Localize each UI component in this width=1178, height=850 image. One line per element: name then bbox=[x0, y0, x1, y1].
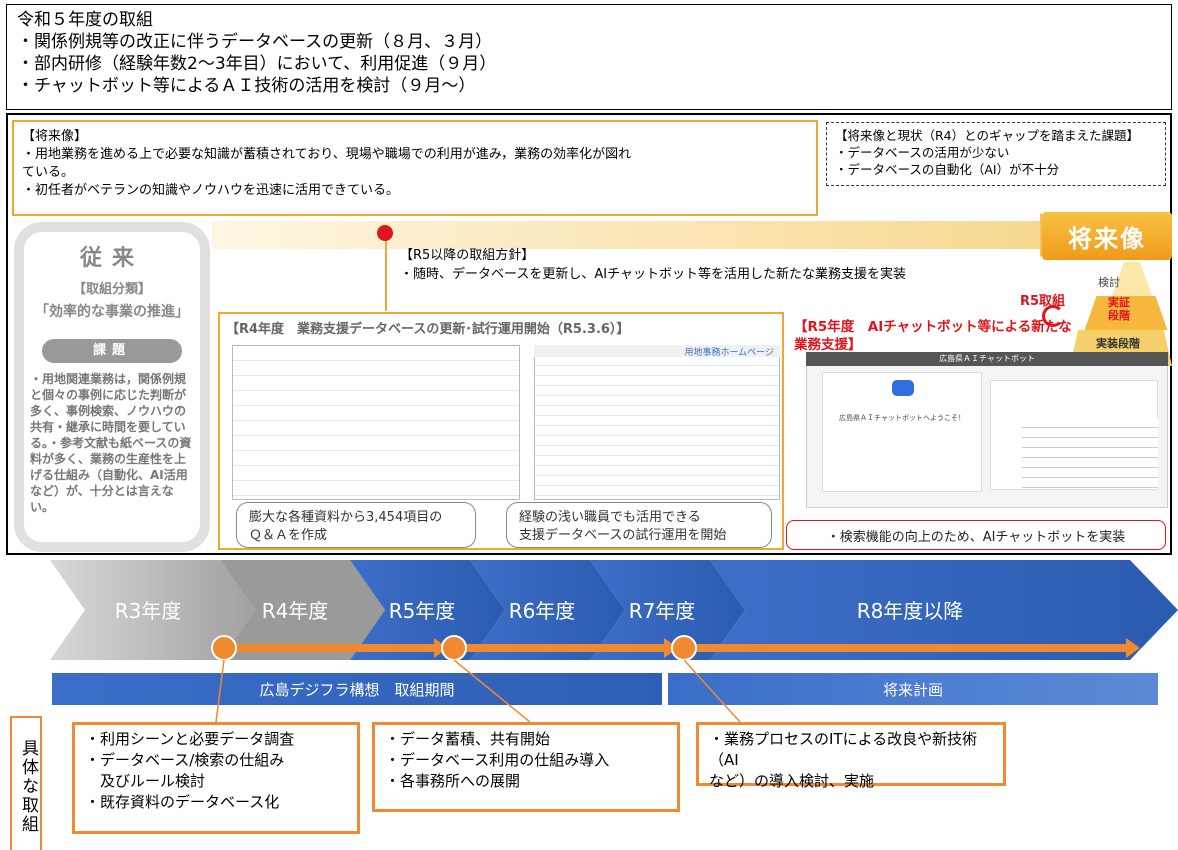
qa-callout: 膨大な各種資料から3,454項目の Ｑ＆Ａを作成 bbox=[236, 502, 476, 548]
policy-heading: 【R5以降の取組方針】 bbox=[400, 248, 535, 263]
initiative-item: ・部内研修（経験年数2〜3年目）において、利用促進（９月） bbox=[17, 54, 497, 74]
trial-callout-text: 経験の浅い職員でも活用できる 支援データベースの試行運用を開始 bbox=[519, 510, 727, 543]
action-item: ・既存資料のデータベース化 bbox=[85, 793, 280, 811]
issues-pill: 課題 bbox=[42, 339, 182, 363]
stage-label: R3年度 bbox=[115, 599, 182, 623]
pyramid-middle bbox=[1084, 296, 1168, 330]
cycle-arrow-icon bbox=[1042, 305, 1064, 327]
connector-line bbox=[385, 241, 387, 311]
chatbot-button-grid bbox=[1022, 418, 1158, 488]
gap-issues-box: 【将来像と現状（R4）とのギャップを踏まえた課題】 ・データベースの活用が少ない… bbox=[826, 122, 1166, 186]
stage-arrow-r7 bbox=[590, 560, 745, 660]
conventional-title: 従来 bbox=[79, 246, 144, 271]
stage-label: R4年度 bbox=[262, 599, 329, 623]
future-heading: 【将来像】 bbox=[22, 129, 88, 144]
action-item: ・各事務所への展開 bbox=[385, 772, 521, 790]
conventional-panel: 従来 【取組分類】 「効率的な事業の推進」 課題 ・用地関連業務は，関係例規と個… bbox=[14, 222, 210, 552]
policy-block: 【R5以降の取組方針】 ・随時、データベースを更新し、AIチャットボット等を活用… bbox=[400, 246, 906, 284]
digital-framework-band: 広島デジフラ構想 取組期間 bbox=[52, 673, 662, 705]
concrete-actions-label: 具体な取組 bbox=[10, 716, 42, 850]
homepage-header: 用地事務ホームページ bbox=[534, 345, 780, 358]
annual-initiatives-box: 令和５年度の取組 ・関係例規等の改正に伴うデータベースの更新（８月、３月） ・部… bbox=[6, 4, 1172, 110]
qa-callout-text: 膨大な各種資料から3,454項目の Ｑ＆Ａを作成 bbox=[249, 510, 443, 543]
robot-icon bbox=[892, 380, 914, 396]
future-plan-band: 将来計画 bbox=[668, 673, 1158, 705]
action-item: ・データベース/検索の仕組み bbox=[85, 751, 285, 769]
future-label: 将来像 bbox=[1042, 212, 1172, 260]
stage-arrow-r4 bbox=[220, 560, 385, 660]
progress-bar-r4 bbox=[224, 644, 434, 652]
action-box-r4: ・利用シーンと必要データ調査 ・データベース/検索の仕組み 及びルール検討 ・既… bbox=[72, 722, 360, 834]
stage-label: R8年度以降 bbox=[857, 599, 964, 623]
stage-label: R7年度 bbox=[629, 599, 696, 623]
progress-bar-r5 bbox=[454, 644, 664, 652]
action-item: ・利用シーンと必要データ調査 bbox=[85, 730, 295, 748]
pyramid-label-demo: 実証 段階 bbox=[1108, 296, 1130, 322]
stage-arrow-r3 bbox=[50, 560, 255, 660]
action-item: ・データベース利用の仕組み導入 bbox=[385, 751, 610, 769]
chatbot-header: 広島県ＡＩチャットボット bbox=[806, 352, 1168, 366]
timeline-arrows: R3年度 R4年度 R5年度 R6年度 R7年度 R8年度以降 bbox=[50, 560, 1178, 661]
database-screenshot bbox=[232, 345, 520, 500]
future-line: ている。 bbox=[22, 165, 75, 180]
future-line: ・用地業務を進める上で必要な知識が蓄積されており、現場や職場での利用が進み，業務… bbox=[22, 147, 632, 162]
action-item: 及びルール検討 bbox=[85, 772, 206, 790]
action-box-r5: ・データ蓄積、共有開始 ・データベース利用の仕組み導入 ・各事務所への展開 bbox=[372, 722, 680, 812]
pyramid-label-impl: 実装段階 bbox=[1096, 337, 1140, 350]
current-point-marker bbox=[377, 225, 393, 241]
initiative-item: ・関係例規等の改正に伴うデータベースの更新（８月、３月） bbox=[17, 32, 493, 52]
stage-arrow-r5 bbox=[350, 560, 505, 660]
issues-text: ・用地関連業務は，関係例規と個々の事例に応じた判断が多く、事例検索、ノウハウの共… bbox=[30, 372, 192, 514]
action-item: ・データ蓄積、共有開始 bbox=[385, 730, 551, 748]
future-line: ・初任者がベテランの知識やノウハウを迅速に活用できている。 bbox=[22, 183, 400, 198]
r4-box bbox=[218, 312, 784, 550]
stage-label: R5年度 bbox=[389, 599, 456, 623]
action-box-r7: ・業務プロセスのITによる改良や新技術（AI など）の導入検討、実施 bbox=[696, 722, 1006, 790]
stage-arrow-r6 bbox=[470, 560, 625, 660]
trial-callout: 経験の浅い職員でも活用できる 支援データベースの試行運用を開始 bbox=[506, 502, 772, 548]
homepage-screenshot bbox=[534, 345, 780, 500]
policy-text: ・随時、データベースを更新し、AIチャットボット等を活用した新たな業務支援を実装 bbox=[400, 267, 906, 282]
action-item: ・業務プロセスのITによる改良や新技術（AI bbox=[709, 730, 978, 769]
pyramid-label-review: 検討 bbox=[1098, 276, 1120, 289]
category-value: 「効率的な事業の推進」 bbox=[35, 304, 189, 320]
category-label: 【取組分類】 bbox=[72, 282, 151, 297]
main-panel bbox=[6, 113, 1172, 555]
issue-item: ・データベースの自動化（AI）が不十分 bbox=[835, 162, 1060, 177]
stage-arrow-r8 bbox=[710, 560, 1178, 660]
r5-title: 【R5年度 AIチャットボット等による新たな 業務支援】 bbox=[794, 319, 1072, 353]
initiative-item: ・チャットボット等によるＡＩ技術の活用を検討（９月〜） bbox=[17, 76, 476, 96]
stage-label: R6年度 bbox=[509, 599, 576, 623]
search-callout: ・検索機能の向上のため、AIチャットボットを実装 bbox=[786, 520, 1166, 550]
issues-heading: 【将来像と現状（R4）とのギャップを踏まえた課題】 bbox=[835, 128, 1140, 143]
issue-item: ・データベースの活用が少ない bbox=[835, 145, 1010, 160]
progress-bar-r8 bbox=[684, 644, 1126, 652]
initiatives-title: 令和５年度の取組 bbox=[17, 10, 153, 30]
action-item: など）の導入検討、実施 bbox=[709, 772, 875, 790]
progress-arrow-shaft bbox=[212, 221, 1042, 249]
future-vision-box: 【将来像】 ・用地業務を進める上で必要な知識が蓄積されており、現場や職場での利用… bbox=[12, 120, 818, 216]
r4-title: 【R4年度 業務支援データベースの更新･試行運用開始（R5.3.6）】 bbox=[226, 322, 630, 337]
